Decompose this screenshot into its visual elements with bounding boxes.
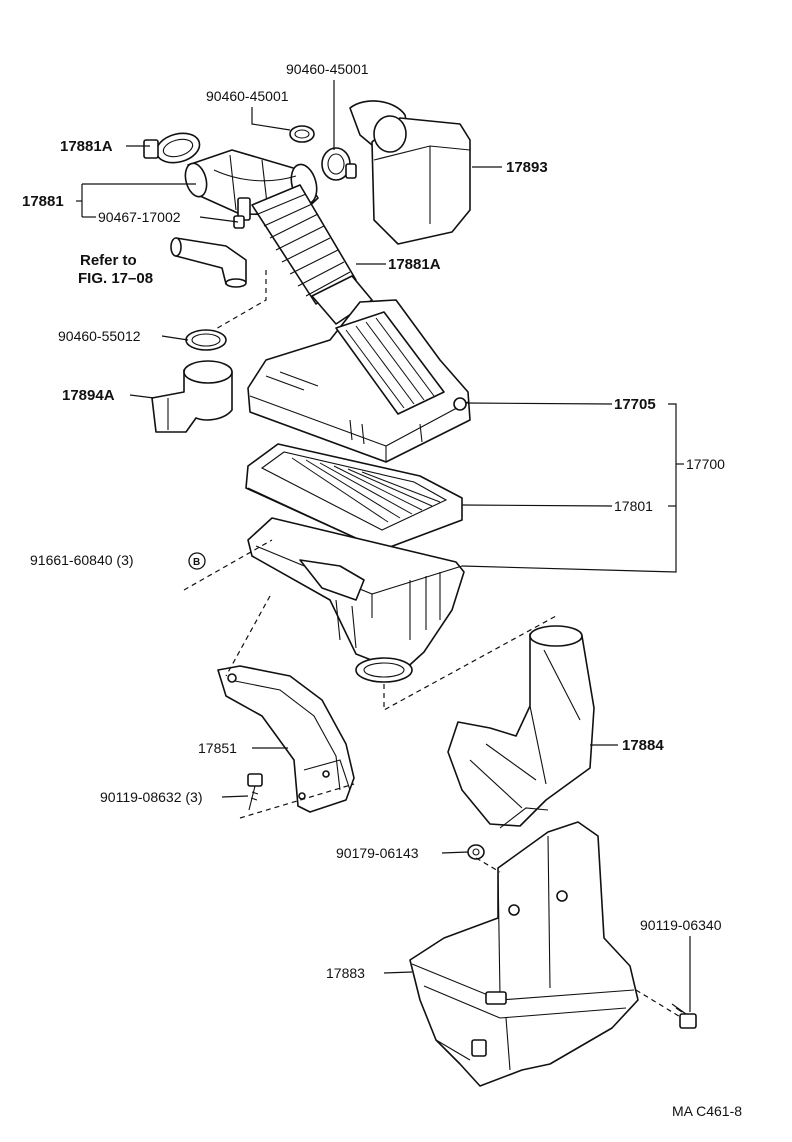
- label-17881: 17881: [22, 193, 64, 210]
- footer-code: MA C461-8: [672, 1103, 742, 1119]
- clamp-90460-55012: [185, 329, 227, 351]
- label-fig-17-08: FIG. 17–08: [78, 270, 153, 287]
- label-90467-17002: 90467-17002: [98, 209, 181, 225]
- label-90119-08632: 90119-08632 (3): [100, 789, 202, 805]
- filter-element-17801: [245, 443, 463, 551]
- marker-b-letter: B: [193, 557, 200, 568]
- label-17801: 17801: [614, 498, 653, 514]
- label-90179-06143: 90179-06143: [336, 845, 419, 861]
- air-cleaner-case-lower: [247, 517, 465, 683]
- label-17884: 17884: [622, 737, 664, 754]
- label-17893: 17893: [506, 159, 548, 176]
- label-17700: 17700: [686, 456, 725, 472]
- shield-17851: [217, 665, 355, 813]
- bolt-90119-08632: [247, 773, 263, 811]
- label-17894a: 17894A: [62, 387, 115, 404]
- label-17881a-top: 17881A: [60, 138, 113, 155]
- label-17851: 17851: [198, 740, 237, 756]
- label-90460-45001-b: 90460-45001: [206, 88, 289, 104]
- bolt-90119-06340: [671, 1003, 697, 1029]
- label-17881a-mid: 17881A: [388, 256, 441, 273]
- clamp-17881a-top: [143, 132, 201, 164]
- label-refer-to: Refer to: [80, 252, 137, 269]
- label-90119-06340: 90119-06340: [640, 917, 722, 933]
- duct-17884: [447, 625, 595, 829]
- resonator-17893: [349, 100, 471, 245]
- airflow-meter-17881: [184, 149, 319, 221]
- nut-90179-06143: [467, 844, 485, 860]
- label-91661-60840: 91661-60840 (3): [30, 552, 134, 568]
- label-17705: 17705: [614, 396, 656, 413]
- duct-17894a: [151, 360, 233, 433]
- marker-b: B: [188, 552, 206, 570]
- intake-box-17883: [409, 821, 639, 1087]
- clamp-90460-45001-b: [321, 147, 357, 181]
- leader-lines: [76, 80, 691, 1012]
- label-90460-45001-a: 90460-45001: [286, 61, 369, 77]
- dashed-lines: [183, 270, 683, 1019]
- intake-hose: [251, 184, 373, 325]
- clamp-90460-45001-a: [289, 125, 315, 143]
- label-90460-55012: 90460-55012: [58, 328, 141, 344]
- air-cleaner-cap-17705: [247, 299, 471, 463]
- label-17883: 17883: [326, 965, 365, 981]
- pipe-refer-fig: [170, 237, 247, 288]
